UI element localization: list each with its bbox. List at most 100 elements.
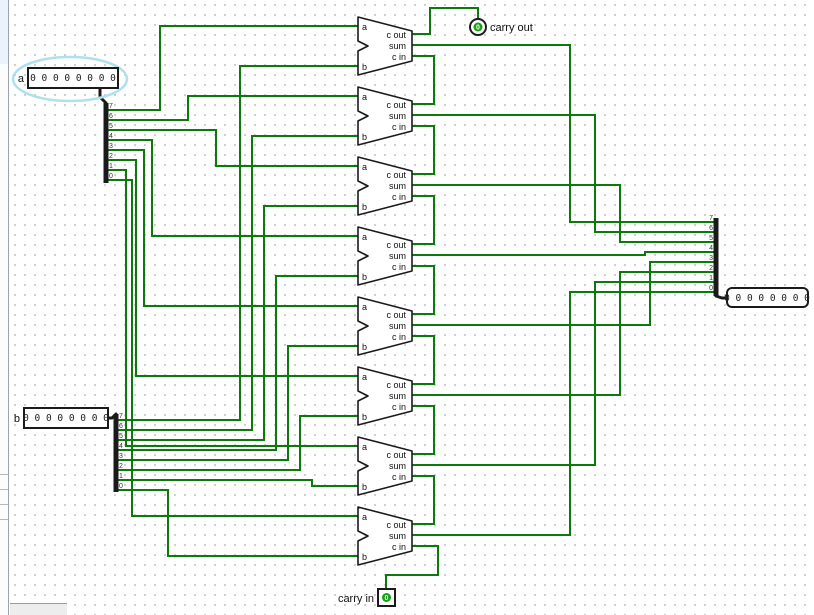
splitter-bit-label: 7: [709, 215, 713, 222]
adder-cout-label: c out: [386, 380, 406, 390]
wire[interactable]: [116, 345, 358, 461]
wire[interactable]: [106, 159, 358, 377]
wire[interactable]: [412, 271, 716, 396]
wire[interactable]: [116, 65, 358, 421]
adder-a-label: a: [362, 232, 367, 242]
adder-body[interactable]: [357, 86, 413, 146]
wire[interactable]: [116, 479, 358, 487]
adder-sum-label: sum: [389, 181, 406, 191]
wire[interactable]: [106, 129, 358, 167]
adder-cout-label: c out: [386, 30, 406, 40]
adder-body[interactable]: [357, 506, 413, 566]
wire[interactable]: [385, 545, 439, 589]
adder-b-label: b: [362, 342, 367, 352]
wire[interactable]: [412, 251, 716, 256]
input-pin-carry-in: carry in 0: [338, 588, 396, 607]
wire[interactable]: [106, 95, 358, 121]
wires-sum-bits: [412, 44, 716, 536]
wire[interactable]: [412, 184, 716, 243]
wire[interactable]: [106, 179, 358, 517]
adder-body[interactable]: [357, 296, 413, 356]
carry-out-label: carry out: [490, 22, 533, 34]
splitter-bit-label: 6: [119, 423, 123, 430]
wire[interactable]: [412, 281, 716, 466]
sum-pin-box[interactable]: [726, 287, 809, 308]
splitter-bit-label: 5: [119, 433, 123, 440]
panel-row-divider: [0, 474, 8, 475]
wire[interactable]: [412, 291, 716, 536]
splitter-bit-label: 2: [709, 265, 713, 272]
adder-bit0: a c out sum c in b: [357, 506, 413, 566]
wire[interactable]: [412, 265, 435, 315]
splitter-bit-label: 7: [109, 103, 113, 110]
output-pin-carry-out: 0 carry out: [469, 18, 533, 36]
adder-a-label: a: [362, 372, 367, 382]
bus-wire[interactable]: [714, 294, 729, 300]
wire[interactable]: [412, 195, 435, 245]
wire[interactable]: [412, 55, 435, 105]
adder-sum-label: sum: [389, 41, 406, 51]
splitter-bit-label: 1: [109, 163, 113, 170]
pin-b-box[interactable]: [23, 407, 109, 429]
adder-sum-label: sum: [389, 251, 406, 261]
splitter-bit-label: 1: [709, 275, 713, 282]
adder-a-label: a: [362, 442, 367, 452]
wire[interactable]: [116, 489, 358, 557]
adder-cout-label: c out: [386, 170, 406, 180]
wire[interactable]: [412, 7, 479, 35]
wire[interactable]: [106, 25, 358, 111]
adder-cin-label: c in: [392, 472, 406, 482]
adder-body[interactable]: [357, 16, 413, 76]
wire[interactable]: [116, 275, 358, 451]
wire[interactable]: [106, 169, 358, 447]
wire[interactable]: [412, 475, 435, 525]
left-panel-tint: [0, 0, 8, 64]
splitter-bit-label: 3: [109, 143, 113, 150]
adder-bit5: a c out sum c in b: [357, 156, 413, 216]
adder-body[interactable]: [357, 156, 413, 216]
wire[interactable]: [116, 205, 358, 441]
splitter-bit-label: 5: [709, 235, 713, 242]
wire[interactable]: [412, 405, 435, 455]
adder-b-label: b: [362, 272, 367, 282]
wire[interactable]: [106, 149, 358, 307]
output-pin-sum: 0 0 0 0 0 0 0 0: [724, 287, 810, 308]
wire[interactable]: [116, 135, 358, 431]
wire[interactable]: [412, 335, 435, 385]
adder-a-label: a: [362, 512, 367, 522]
adder-bit2: a c out sum c in b: [357, 366, 413, 426]
wire[interactable]: [412, 44, 716, 223]
wire[interactable]: [412, 261, 716, 326]
adder-cout-label: c out: [386, 100, 406, 110]
adder-cin-label: c in: [392, 332, 406, 342]
adder-b-label: b: [362, 412, 367, 422]
adder-cin-label: c in: [392, 192, 406, 202]
splitter-bit-label: 2: [119, 463, 123, 470]
wire[interactable]: [106, 139, 358, 237]
adder-body[interactable]: [357, 226, 413, 286]
wire[interactable]: [412, 114, 716, 233]
splitter-bit-label: 4: [109, 133, 113, 140]
pin-a-value: 0 0 0 0 0 0 0 0: [30, 73, 116, 84]
pin-b-label: b: [14, 413, 20, 425]
pin-a-box[interactable]: [27, 67, 119, 89]
adder-a-label: a: [362, 22, 367, 32]
adder-cin-label: c in: [392, 122, 406, 132]
splitter-bit-label: 1: [119, 473, 123, 480]
adder-a-label: a: [362, 162, 367, 172]
splitter-bit-label: 5: [109, 123, 113, 130]
adder-body[interactable]: [357, 436, 413, 496]
adder-body[interactable]: [357, 366, 413, 426]
adder-bit3: a c out sum c in b: [357, 296, 413, 356]
adder-bit7: a c out sum c in b: [357, 16, 413, 76]
splitter-a: 7 6 5 4 3 2 1 0: [98, 86, 113, 183]
splitter-bit-label: 0: [709, 285, 713, 292]
wire[interactable]: [412, 125, 435, 175]
adder-sum-label: sum: [389, 461, 406, 471]
wire[interactable]: [116, 415, 358, 471]
pin-b-value: 0 0 0 0 0 0 0 0: [23, 413, 109, 424]
adder-a-label: a: [362, 92, 367, 102]
splitter-bit-label: 0: [109, 173, 113, 180]
adder-sum-label: sum: [389, 321, 406, 331]
adder-a-label: a: [362, 302, 367, 312]
